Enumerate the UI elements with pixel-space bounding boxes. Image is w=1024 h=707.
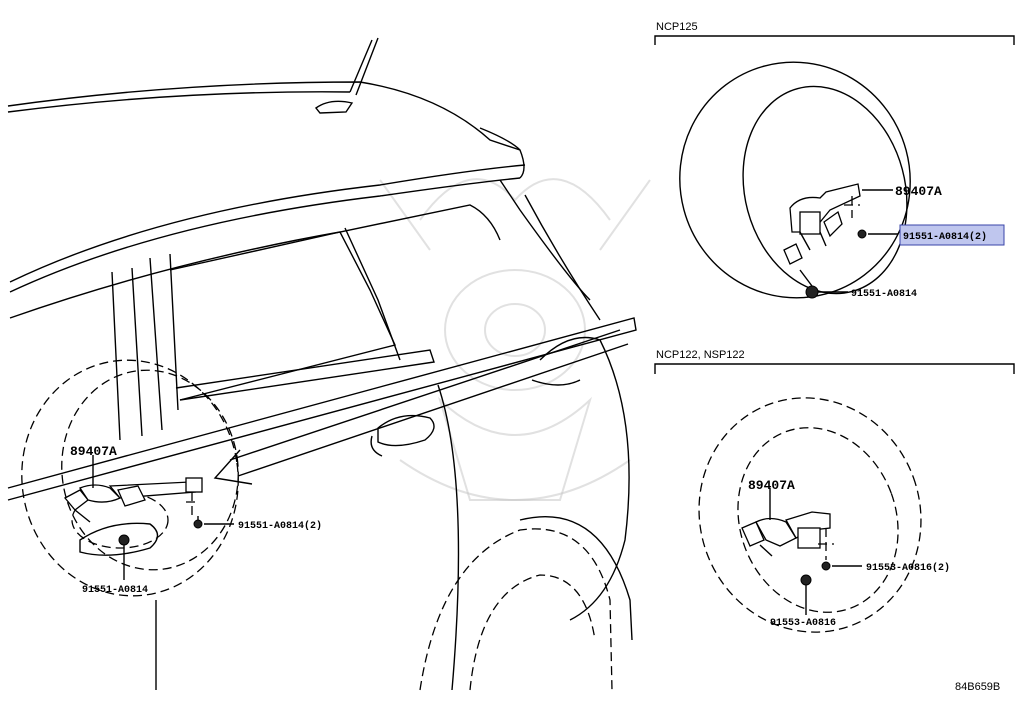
main-bolt-label[interactable]: 91551-A0814 (82, 585, 148, 596)
bottom-bolt-2-label[interactable]: 91553-A0816(2) (866, 562, 950, 574)
diagram-code: 84B659B (955, 681, 1000, 693)
bottom-bolt-label[interactable]: 91553-A0816 (770, 618, 836, 629)
highlight-box (899, 224, 1005, 246)
vehicle-body (7, 37, 637, 691)
main-spare-tire (21, 359, 239, 597)
bottom-sensor-label[interactable]: 89407A (748, 478, 795, 493)
inset-ncp122-title: NCP122, NSP122 (656, 349, 745, 361)
main-sensor-label[interactable]: 89407A (70, 444, 117, 459)
inset-ncp125 (654, 35, 1015, 299)
inset-ncp122-nsp122 (654, 363, 1015, 633)
watermark-logo (379, 178, 651, 501)
main-bolt-2-label[interactable]: 91551-A0814(2) (238, 520, 322, 532)
inset-ncp125-title: NCP125 (656, 21, 698, 33)
top-sensor-label[interactable]: 89407A (895, 184, 942, 199)
top-bolt-label[interactable]: 91551-A0814 (851, 289, 917, 300)
top-bolt-2-label[interactable]: 91551-A0814(2) (903, 231, 987, 243)
main-height-sensor (63, 455, 234, 580)
